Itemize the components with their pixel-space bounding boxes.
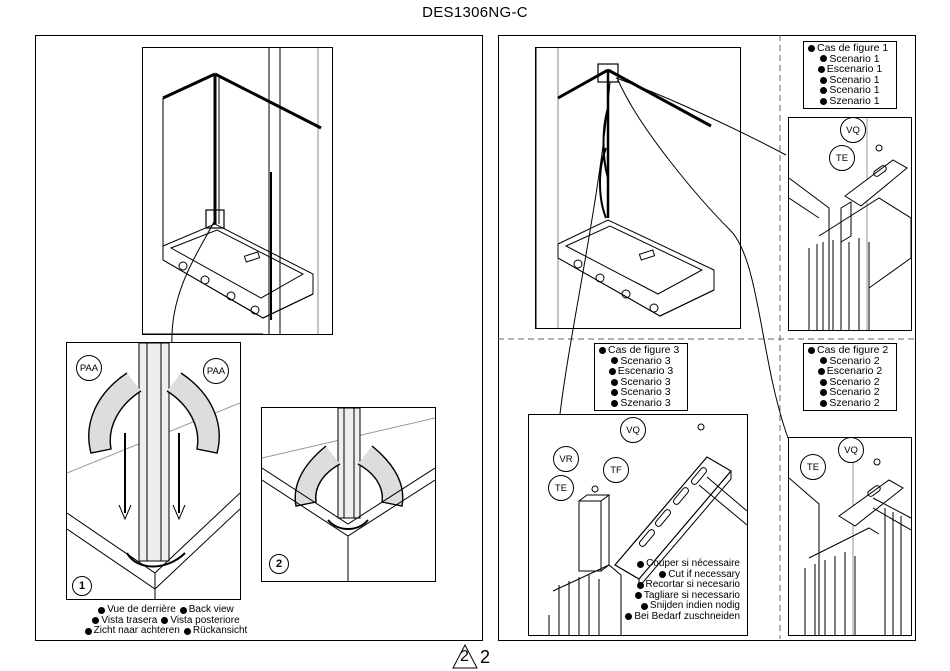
lang-bullet-icon [636, 581, 644, 589]
callout-vq-scenario-3: VQ [620, 417, 646, 443]
overview-illustration-right [535, 47, 741, 329]
lang-bullet-icon [611, 399, 619, 407]
lang-bullet-icon [820, 399, 828, 407]
lang-bullet-icon [634, 592, 642, 600]
lang-bullet-icon [808, 44, 815, 52]
step-number-1: 1 [72, 576, 92, 596]
scenario-1-profile-drawing [789, 118, 911, 330]
legend-line: Scenario 3 [620, 375, 671, 388]
shower-overview-drawing [143, 48, 322, 334]
lang-bullet-icon [625, 613, 633, 621]
lang-bullet-icon [84, 627, 92, 635]
legend-line: Scenario 2 [829, 354, 880, 367]
scenario-3-legend: Cas de figure 3 Scenario 3 Escenario 3 S… [594, 343, 688, 411]
lang-bullet-icon [640, 602, 648, 610]
lang-bullet-icon [608, 367, 616, 375]
document-title: DES1306NG-C [422, 4, 528, 21]
lang-bullet-icon [820, 357, 828, 365]
legend-line: Cas de figure 1 [817, 42, 889, 54]
lang-bullet-icon [98, 606, 106, 614]
legend-line: Scenario 3 [620, 386, 671, 399]
bracket-back-view-drawing [67, 343, 240, 599]
cut-note-line: Bei Bedarf zuschneiden [634, 610, 740, 622]
callout-tf-scenario-3: TF [603, 457, 629, 483]
callout-vr-scenario-3: VR [553, 446, 579, 472]
detail-panel-2 [261, 407, 436, 582]
scenario-3-profile-drawing [548, 423, 747, 635]
lang-bullet-icon [183, 627, 191, 635]
legend-line: Scenario 1 [829, 52, 880, 65]
scenario-1-detail [788, 117, 912, 331]
lang-bullet-icon [820, 87, 828, 95]
scenario-2-profile-drawing [789, 438, 911, 635]
page-number-text: 2 [480, 647, 491, 667]
legend-line: Escenario 1 [826, 63, 883, 76]
detail-panel-1 [66, 342, 241, 600]
lang-bullet-icon [820, 76, 828, 84]
cut-note-line: Tagliare si necessario [643, 589, 740, 601]
lang-bullet-icon [817, 367, 825, 375]
legend-line: Szenario 3 [620, 396, 671, 409]
legend-line: Szenario 1 [829, 94, 880, 107]
caption-text: Rückansicht [192, 625, 248, 636]
cut-note-line: Snijden indien nodig [649, 600, 740, 611]
lang-bullet-icon [637, 560, 645, 568]
scenario-1-legend: Cas de figure 1 Scenario 1 Escenario 1 S… [803, 41, 897, 109]
callout-paa-right: PAA [203, 358, 229, 384]
triangle-icon [452, 644, 478, 669]
lang-bullet-icon [179, 606, 187, 614]
lang-bullet-icon [820, 97, 828, 105]
callout-vq-scenario-2: VQ [838, 437, 864, 463]
lang-bullet-icon [659, 571, 667, 579]
caption-text: Vue de derrière [107, 604, 176, 615]
legend-line: Escenario 3 [617, 365, 674, 378]
caption-text: Vista trasera [101, 614, 158, 626]
scenario-2-legend: Cas de figure 2 Scenario 2 Escenario 2 S… [803, 343, 897, 411]
legend-line: Scenario 2 [829, 375, 880, 388]
legend-line: Escenario 2 [826, 365, 883, 378]
legend-line: Scenario 2 [829, 386, 880, 399]
callout-te-scenario-3: TE [548, 475, 574, 501]
callout-te-scenario-2: TE [800, 454, 826, 480]
lang-bullet-icon [611, 378, 619, 386]
caption-text: Zicht naar achteren [93, 625, 180, 636]
lang-bullet-icon [599, 346, 606, 354]
legend-line: Scenario 1 [829, 73, 880, 86]
page-number: 2 2 [452, 644, 512, 670]
callout-vq-scenario-1: VQ [840, 117, 866, 143]
page-number-in-triangle: 2 [460, 648, 469, 665]
lang-bullet-icon [161, 617, 169, 625]
lang-bullet-icon [611, 357, 619, 365]
lang-bullet-icon [808, 346, 815, 354]
legend-line: Cas de figure 3 [608, 344, 680, 356]
legend-line: Scenario 1 [829, 84, 880, 97]
lang-bullet-icon [611, 389, 619, 397]
callout-paa-left: PAA [76, 355, 102, 381]
step-number-2: 2 [269, 554, 289, 574]
overview-illustration [142, 47, 333, 335]
bracket-installed-drawing [262, 408, 435, 581]
cut-if-necessary-note: Couper si nécessaire Cut if necessary Re… [612, 558, 740, 622]
back-view-caption: Vue de derrière Back view Vista trasera … [66, 604, 266, 637]
caption-text: Back view [188, 604, 234, 615]
lang-bullet-icon [92, 617, 100, 625]
lang-bullet-icon [817, 65, 825, 73]
lang-bullet-icon [820, 55, 828, 63]
callout-te-scenario-1: TE [829, 145, 855, 171]
lang-bullet-icon [820, 389, 828, 397]
cut-note-line: Recortar si necesario [645, 579, 740, 590]
legend-line: Scenario 3 [620, 354, 671, 367]
legend-line: Szenario 2 [829, 396, 880, 409]
cut-note-line: Cut if necessary [668, 568, 740, 580]
legend-line: Cas de figure 2 [817, 344, 889, 356]
shower-overview-drawing-right [536, 48, 715, 328]
caption-text: Vista posteriore [170, 614, 240, 626]
lang-bullet-icon [820, 378, 828, 386]
cut-note-line: Couper si nécessaire [646, 558, 740, 569]
